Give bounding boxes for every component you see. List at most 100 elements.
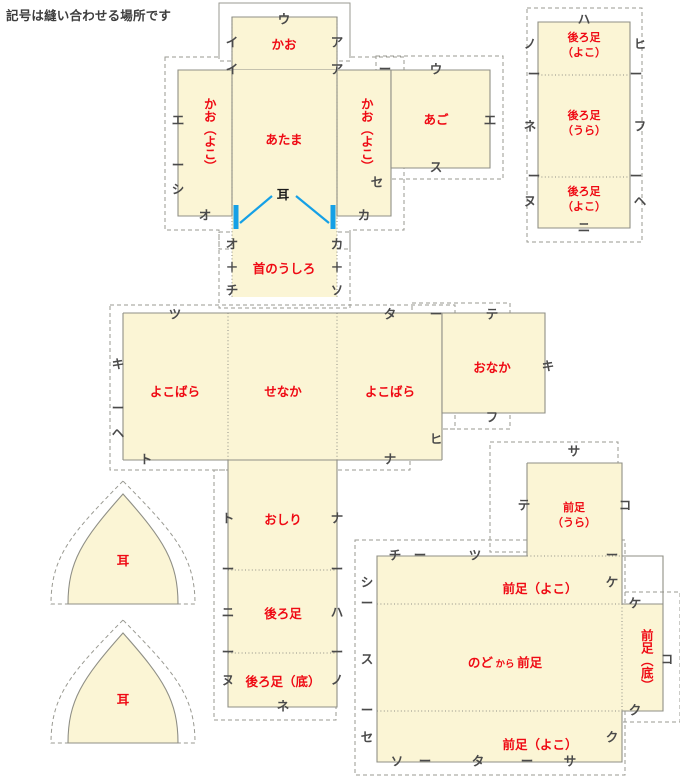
ear-callout-line-left [239,195,273,224]
seam-marker: ー [361,703,374,717]
seam-marker: サ [564,754,577,768]
piece-atama [232,70,337,245]
seam-marker: ト [222,511,235,525]
ear-callout-labels: 耳 [277,188,290,202]
piece-label-senaka: せなか [264,385,302,399]
seam-marker: ＋ [331,260,344,274]
seam-marker: ヌ [222,673,235,687]
seam-marker: ー [172,158,185,172]
piece-onaka [441,312,546,414]
piece-label-ushiroashi-yoko-bot: 後ろ足（よこ） [562,184,606,213]
front-leg-fold-lines [377,555,622,712]
piece-label-maeashi-ura: 前足（うら） [552,500,596,529]
piece-ear-1 [67,493,179,605]
piece-label-oshiri: おしり [264,513,302,527]
seam-marker: ハ [331,605,344,619]
seam-marker: ニ [222,605,235,619]
seam-marker: ナ [384,452,397,466]
seam-marker: テ [518,498,531,512]
piece-label-ushiroashi-yoko-top: 後ろ足（よこ） [562,30,606,59]
seam-markers: ウイアイアエーシオエウースセカオカ＋＋チソハノヒーーネフーーヌヘニツターテキーヘ… [112,12,674,768]
seam-marker: ナ [331,511,344,525]
piece-front-leg-block [377,463,663,762]
seam-marker: シ [361,575,374,589]
seam-marker: チ [226,283,239,297]
seam-marker: ー [414,548,427,562]
seam-marker: ク [606,730,619,744]
seam-marker: ト [140,452,153,466]
ear-callout-line-right [295,195,330,224]
piece-label-onaka: おなか [473,361,511,375]
seam-marker: カ [331,237,344,251]
seam-marker: ケ [606,575,619,589]
piece-label-kao: かお [271,38,297,52]
seam-marker: オ [199,208,212,222]
seam-marker: ソ [391,754,404,768]
torso-fold-lines [227,313,338,460]
seam-marker: エ [484,113,497,127]
piece-kubi-no-ushiro [232,245,337,297]
maeashi-soko-edges [622,603,663,712]
seam-marker: セ [361,730,374,744]
seam-marker: ー [112,401,125,415]
piece-ear-2 [67,632,179,744]
seam-marker: ヘ [112,426,125,440]
seam-marker: シ [172,182,185,196]
piece-label-yokobara-right: よこばら [365,384,415,399]
seam-marker: ー [379,62,392,76]
seam-marker: ー [606,548,619,562]
seam-marker: ー [528,67,541,81]
ear-callout-label: 耳 [277,188,290,202]
piece-label-ushiroashi: 後ろ足 [264,606,302,621]
seam-marker: ー [222,562,235,576]
seam-marker: ソ [331,283,344,297]
seam-marker: ニ [578,220,591,234]
seam-marker: チ [389,548,402,562]
seam-marker: キ [542,359,555,373]
piece-label-ushiroashi-soko: 後ろ足（底） [245,674,320,689]
seam-marker: ウ [278,12,291,26]
piece-torso [123,313,442,460]
seam-marker: エ [172,113,185,127]
piece-lower-column [227,459,338,708]
seam-marker: ー [630,169,643,183]
piece-label-atama: あたま [265,133,302,147]
seam-marker: ヌ [524,194,537,208]
seam-marker: カ [358,208,371,222]
seam-marker: ヒ [430,432,443,446]
piece-label-kubi-no-ushiro: 首のうしろ [253,261,316,276]
seam-marker: ノ [524,37,537,51]
seam-marker: コ [619,498,632,512]
seam-marker: ー [331,645,344,659]
seam-marker: ネ [277,699,290,713]
piece-label-ago: あご [423,112,449,127]
seam-marker: ヒ [634,37,647,51]
seam-marker: ー [419,754,432,768]
piece-label-maeashi-yoko-top: 前足（よこ） [502,581,577,596]
seam-marker: タ [472,753,485,768]
seam-marker: ア [331,35,344,49]
seam-marker: ケ [629,596,642,610]
piece-label-nodo-kara-maeashi: のど から 前足 [468,655,543,670]
seam-marker: フ [634,119,647,133]
seam-marker: キ [112,357,125,371]
seam-marker: ＋ [226,260,239,274]
seam-marker: イ [226,62,239,76]
piece-label-ushiroashi-ura: 後ろ足（うら） [562,108,606,137]
seam-marker: ネ [524,119,537,133]
seam-marker: タ [384,306,397,321]
seam-marker: ス [430,160,443,174]
seam-marker: ツ [169,307,182,321]
piece-ago [390,69,491,169]
piece-label-kao-yoko-right: かお（よこ） [359,98,374,173]
seam-marker: ウ [430,62,443,76]
seam-marker: ー [528,169,541,183]
seam-marker: ー [222,645,235,659]
seam-marker: ア [331,62,344,76]
pattern-piece-shapes [67,16,664,763]
seam-marker: ー [630,67,643,81]
seam-marker: ヘ [634,194,647,208]
piece-label-yokobara-left: よこばら [150,384,200,399]
